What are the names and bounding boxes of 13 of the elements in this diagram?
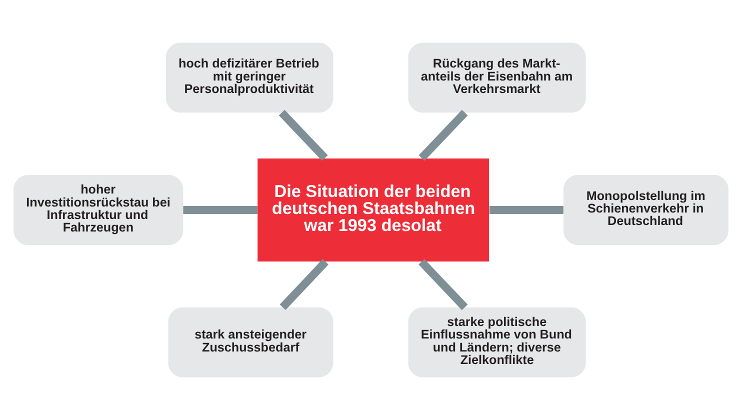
connector [278, 110, 328, 161]
node-box: stark ansteigender Zuschussbedarf [168, 307, 333, 378]
connector [488, 206, 563, 214]
node-box: hoher Investitionsrückstau bei Infrastruktur und Fahrzeugen [13, 175, 183, 245]
node-box: starke politische Einflussnahme von Bund und Ländern; diverse Zielkonflikte [408, 307, 586, 378]
node-box: Rückgang des Markt- anteils der Eisenbahn am Verkehrsmarkt [408, 42, 586, 113]
connector [279, 259, 328, 310]
node-box: Monopolstellung im Schienenverkehr in Deutschland [562, 175, 728, 245]
connector [418, 110, 468, 161]
node-box: hoch defizitärer Betrieb mit geringer Personalproduktivität [165, 42, 333, 113]
connector [182, 206, 257, 214]
connector [418, 259, 468, 310]
node-box: Die Situation der beiden deutschen Staatsbahnen war 1993 desolat [257, 158, 488, 262]
